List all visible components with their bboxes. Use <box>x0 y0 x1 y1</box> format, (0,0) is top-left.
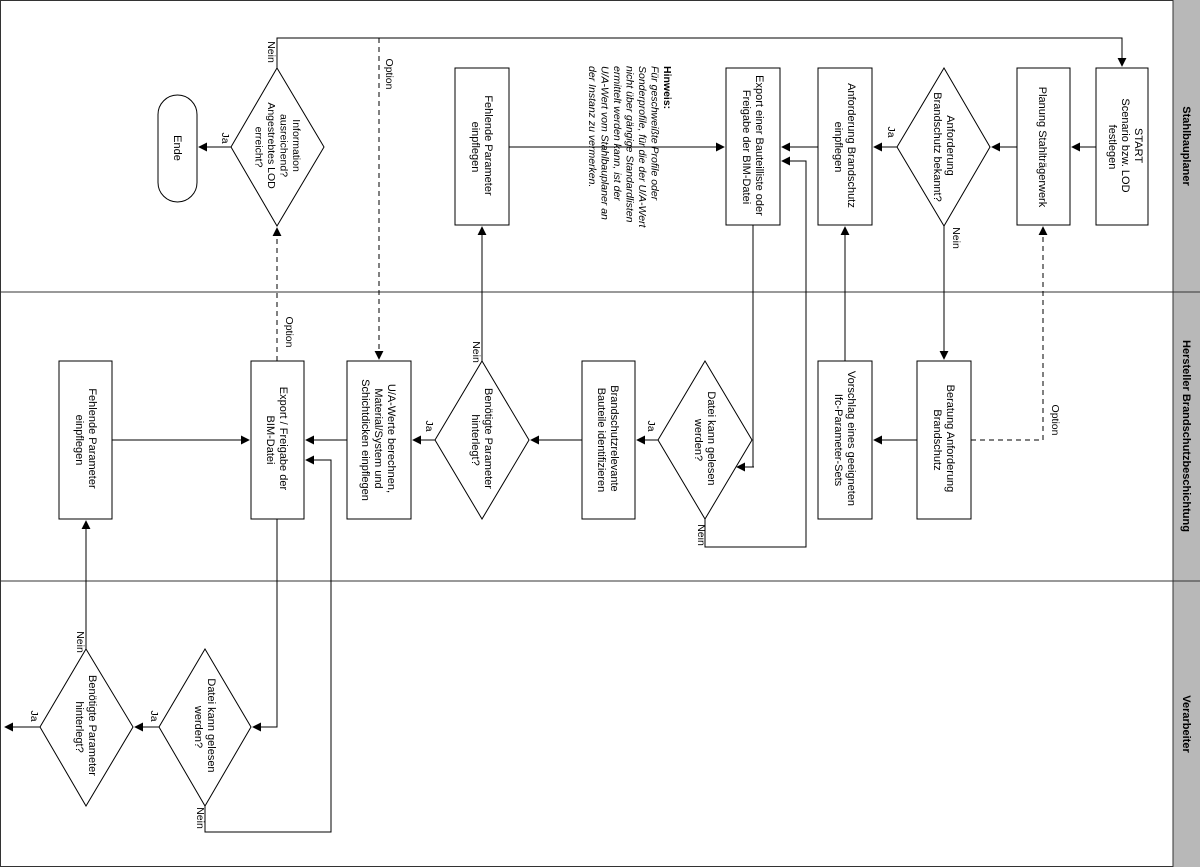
node-ende-terminal <box>157 94 198 203</box>
edge-label-option-beratung: Option <box>1049 405 1061 436</box>
node-anf-einpflegen-box <box>817 67 873 226</box>
edge-datei-h-nein-loop <box>704 156 807 548</box>
node-param-h-diamond <box>434 360 530 520</box>
edge-label-info-nein: Nein <box>265 41 277 63</box>
node-beratung-label: Beratung Anforderung Brandschutz <box>931 385 956 496</box>
node-param-h-label: Benötigte Parameter hinterlegt? <box>469 388 494 492</box>
node-export-freigabe-box <box>250 360 305 520</box>
node-info-diamond <box>230 67 325 227</box>
node-anf-einpflegen-label: Anforderung Brandschutz einpflegen <box>832 83 857 211</box>
node-fehlende-sp-label: Fehlende Parameter einpflegen <box>469 95 494 198</box>
node-texts: START Scenario bzw. LOD festlegen Planun… <box>73 66 1144 779</box>
edge-label-param-v-nein: Nein <box>74 631 86 653</box>
node-ua-werte-label: U/A-Werte berechnen, Material/System und… <box>359 379 397 501</box>
node-datei-v-label: Datei kann gelesen werden? <box>192 678 217 775</box>
node-param-v-diamond <box>39 648 134 807</box>
connectors <box>4 37 1127 833</box>
edge-labels: Nein Option Ja Ja Nein Option Option Nei… <box>28 41 1061 829</box>
edge-label-param-h-nein: Nein <box>470 341 482 363</box>
node-hinweis-label: Hinweis: Für geschweißte Profile oder So… <box>586 66 673 230</box>
node-beratung-box <box>916 360 972 520</box>
node-datei-h-label: Datei kann gelesen werden? <box>692 391 717 488</box>
node-ua-werte-box <box>346 360 412 520</box>
edge-info-nein-to-start <box>276 37 1127 68</box>
edge-datei-v-nein-loop <box>204 455 332 833</box>
node-export-freigabe-label: Export / Freigabe der BIM-Datei <box>264 387 289 493</box>
edge-option-beratung-planung <box>971 226 1048 441</box>
edge-label-datei-v-nein: Nein <box>194 807 206 829</box>
node-fehlende-h-label: Fehlende Parameter einpflegen <box>73 388 98 491</box>
lane-label-stahlbauplaner: Stahlbauplaner <box>1180 106 1192 186</box>
lane-label-hersteller: Hersteller Brandschutzbeschichtung <box>1180 340 1192 532</box>
node-ende-label: Ende <box>171 135 183 161</box>
node-export-teilliste-label: Export einer Bauteilliste oder Freigabe … <box>740 75 765 219</box>
lane-labels: Stahlbauplaner Hersteller Brandschutzbes… <box>1180 106 1192 753</box>
node-start-label: START Scenario bzw. LOD festlegen <box>1106 98 1144 195</box>
edge-label-datei-h-ja: Ja <box>645 420 657 431</box>
edge-label-datei-h-nein: Nein <box>695 524 707 546</box>
node-bauteile-label: Brandschutzrelevante Bauteile identifizi… <box>595 385 620 494</box>
lane-label-verarbeiter: Verarbeiter <box>1180 695 1192 753</box>
node-vorschlag-label: Vorschlag eines geeigneten Ifc-Parameter… <box>832 371 857 509</box>
node-info-label: Information ausreichend? Angestrebtes LO… <box>253 102 303 191</box>
node-vorschlag-box <box>817 360 873 520</box>
edge-label-datei-v-ja: Ja <box>148 710 160 721</box>
node-anf-bekannt-label: Anforderung Brandschutz bekannt? <box>931 92 956 201</box>
node-param-v-label: Benötigte Parameter hinterlegt? <box>73 675 98 779</box>
edge-label-option-top: Option <box>383 59 395 90</box>
edge-label-option-export: Option <box>283 317 295 348</box>
node-fehlende-sp-box <box>454 67 510 226</box>
node-export-teilliste-box <box>725 67 781 226</box>
edge-label-anf-ja: Ja <box>885 126 897 137</box>
node-planung-label: Planung Stahlträgerwerk <box>1036 87 1048 208</box>
edge-label-info-ja: Ja <box>219 132 231 143</box>
node-bauteile-box <box>581 360 636 520</box>
edge-label-param-v-ja: Ja <box>28 710 40 721</box>
edge-export-to-datei-v <box>252 519 278 732</box>
edge-label-param-h-ja: Ja <box>423 420 435 431</box>
node-start-box <box>1095 67 1149 226</box>
edge-label-anf-nein: Nein <box>950 227 962 249</box>
